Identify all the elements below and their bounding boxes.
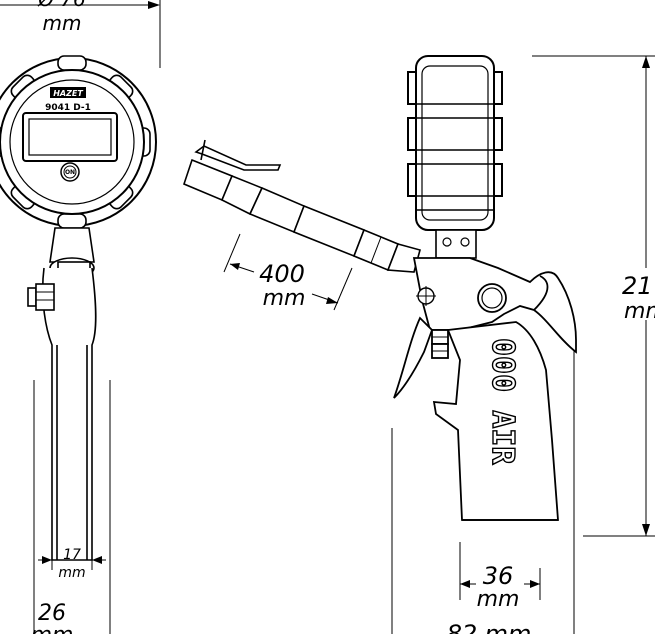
diameter-dimension: Ø 76 mm (0, 0, 161, 68)
length-value: 82 (447, 620, 478, 634)
height-dimension: 21 mm (532, 55, 655, 537)
gauge-front-view: HAZET 9041 D-1 ON (0, 55, 157, 229)
gauge-width-value: 26 (38, 601, 66, 626)
length-unit: mm (485, 620, 532, 634)
thickness-unit: mm (58, 565, 85, 581)
on-button-label: ON (65, 169, 75, 176)
hose-length-unit: mm (263, 286, 306, 311)
handle-marking: 000 AIR (484, 337, 520, 466)
diameter-unit: mm (43, 11, 82, 35)
grip-width-dimension: 36 mm (459, 542, 541, 612)
grip-width-unit: mm (477, 587, 520, 612)
grip-width-value: 36 (483, 562, 514, 590)
front-handle (27, 227, 97, 561)
handle-marking-text: 000 AIR (485, 338, 520, 465)
hose-length-value: 400 (259, 260, 305, 288)
brand-plate (50, 87, 86, 98)
model-label: 9041 D-1 (45, 103, 91, 113)
height-value: 21 (622, 272, 653, 300)
height-unit: mm (624, 299, 655, 324)
thickness-value: 17 (63, 547, 81, 563)
diameter-value: Ø 76 (37, 0, 86, 11)
pistol-body (393, 257, 577, 521)
thickness-dimension: 17 mm (38, 545, 106, 581)
hose (183, 139, 421, 273)
brand-label: HAZET (53, 89, 83, 98)
hose-length-dimension: 400 mm (223, 233, 353, 311)
gauge-width-dimension: 26 mm (31, 380, 111, 634)
gauge-side-view (407, 55, 503, 259)
gauge-width-unit: mm (31, 623, 74, 634)
length-dimension: 82 mm (391, 350, 575, 634)
